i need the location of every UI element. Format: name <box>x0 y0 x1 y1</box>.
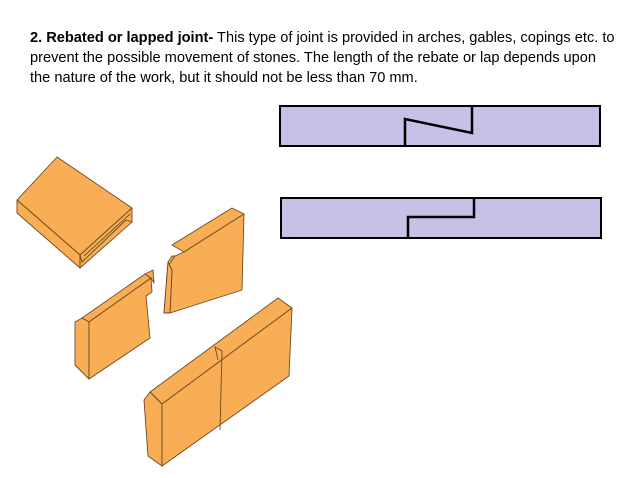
upper-lap-stone <box>163 207 245 314</box>
section-view-upper <box>279 105 601 147</box>
rebated-stone-block <box>16 156 133 269</box>
joint-description: 2. Rebated or lapped joint- This type of… <box>30 28 620 88</box>
joined-stones <box>143 297 293 467</box>
joint-heading: 2. Rebated or lapped joint- <box>30 30 214 46</box>
section-view-lower <box>280 197 602 239</box>
lower-lap-stone <box>74 269 155 380</box>
joint-body-text: This type of joint is provided in arches… <box>30 30 615 86</box>
